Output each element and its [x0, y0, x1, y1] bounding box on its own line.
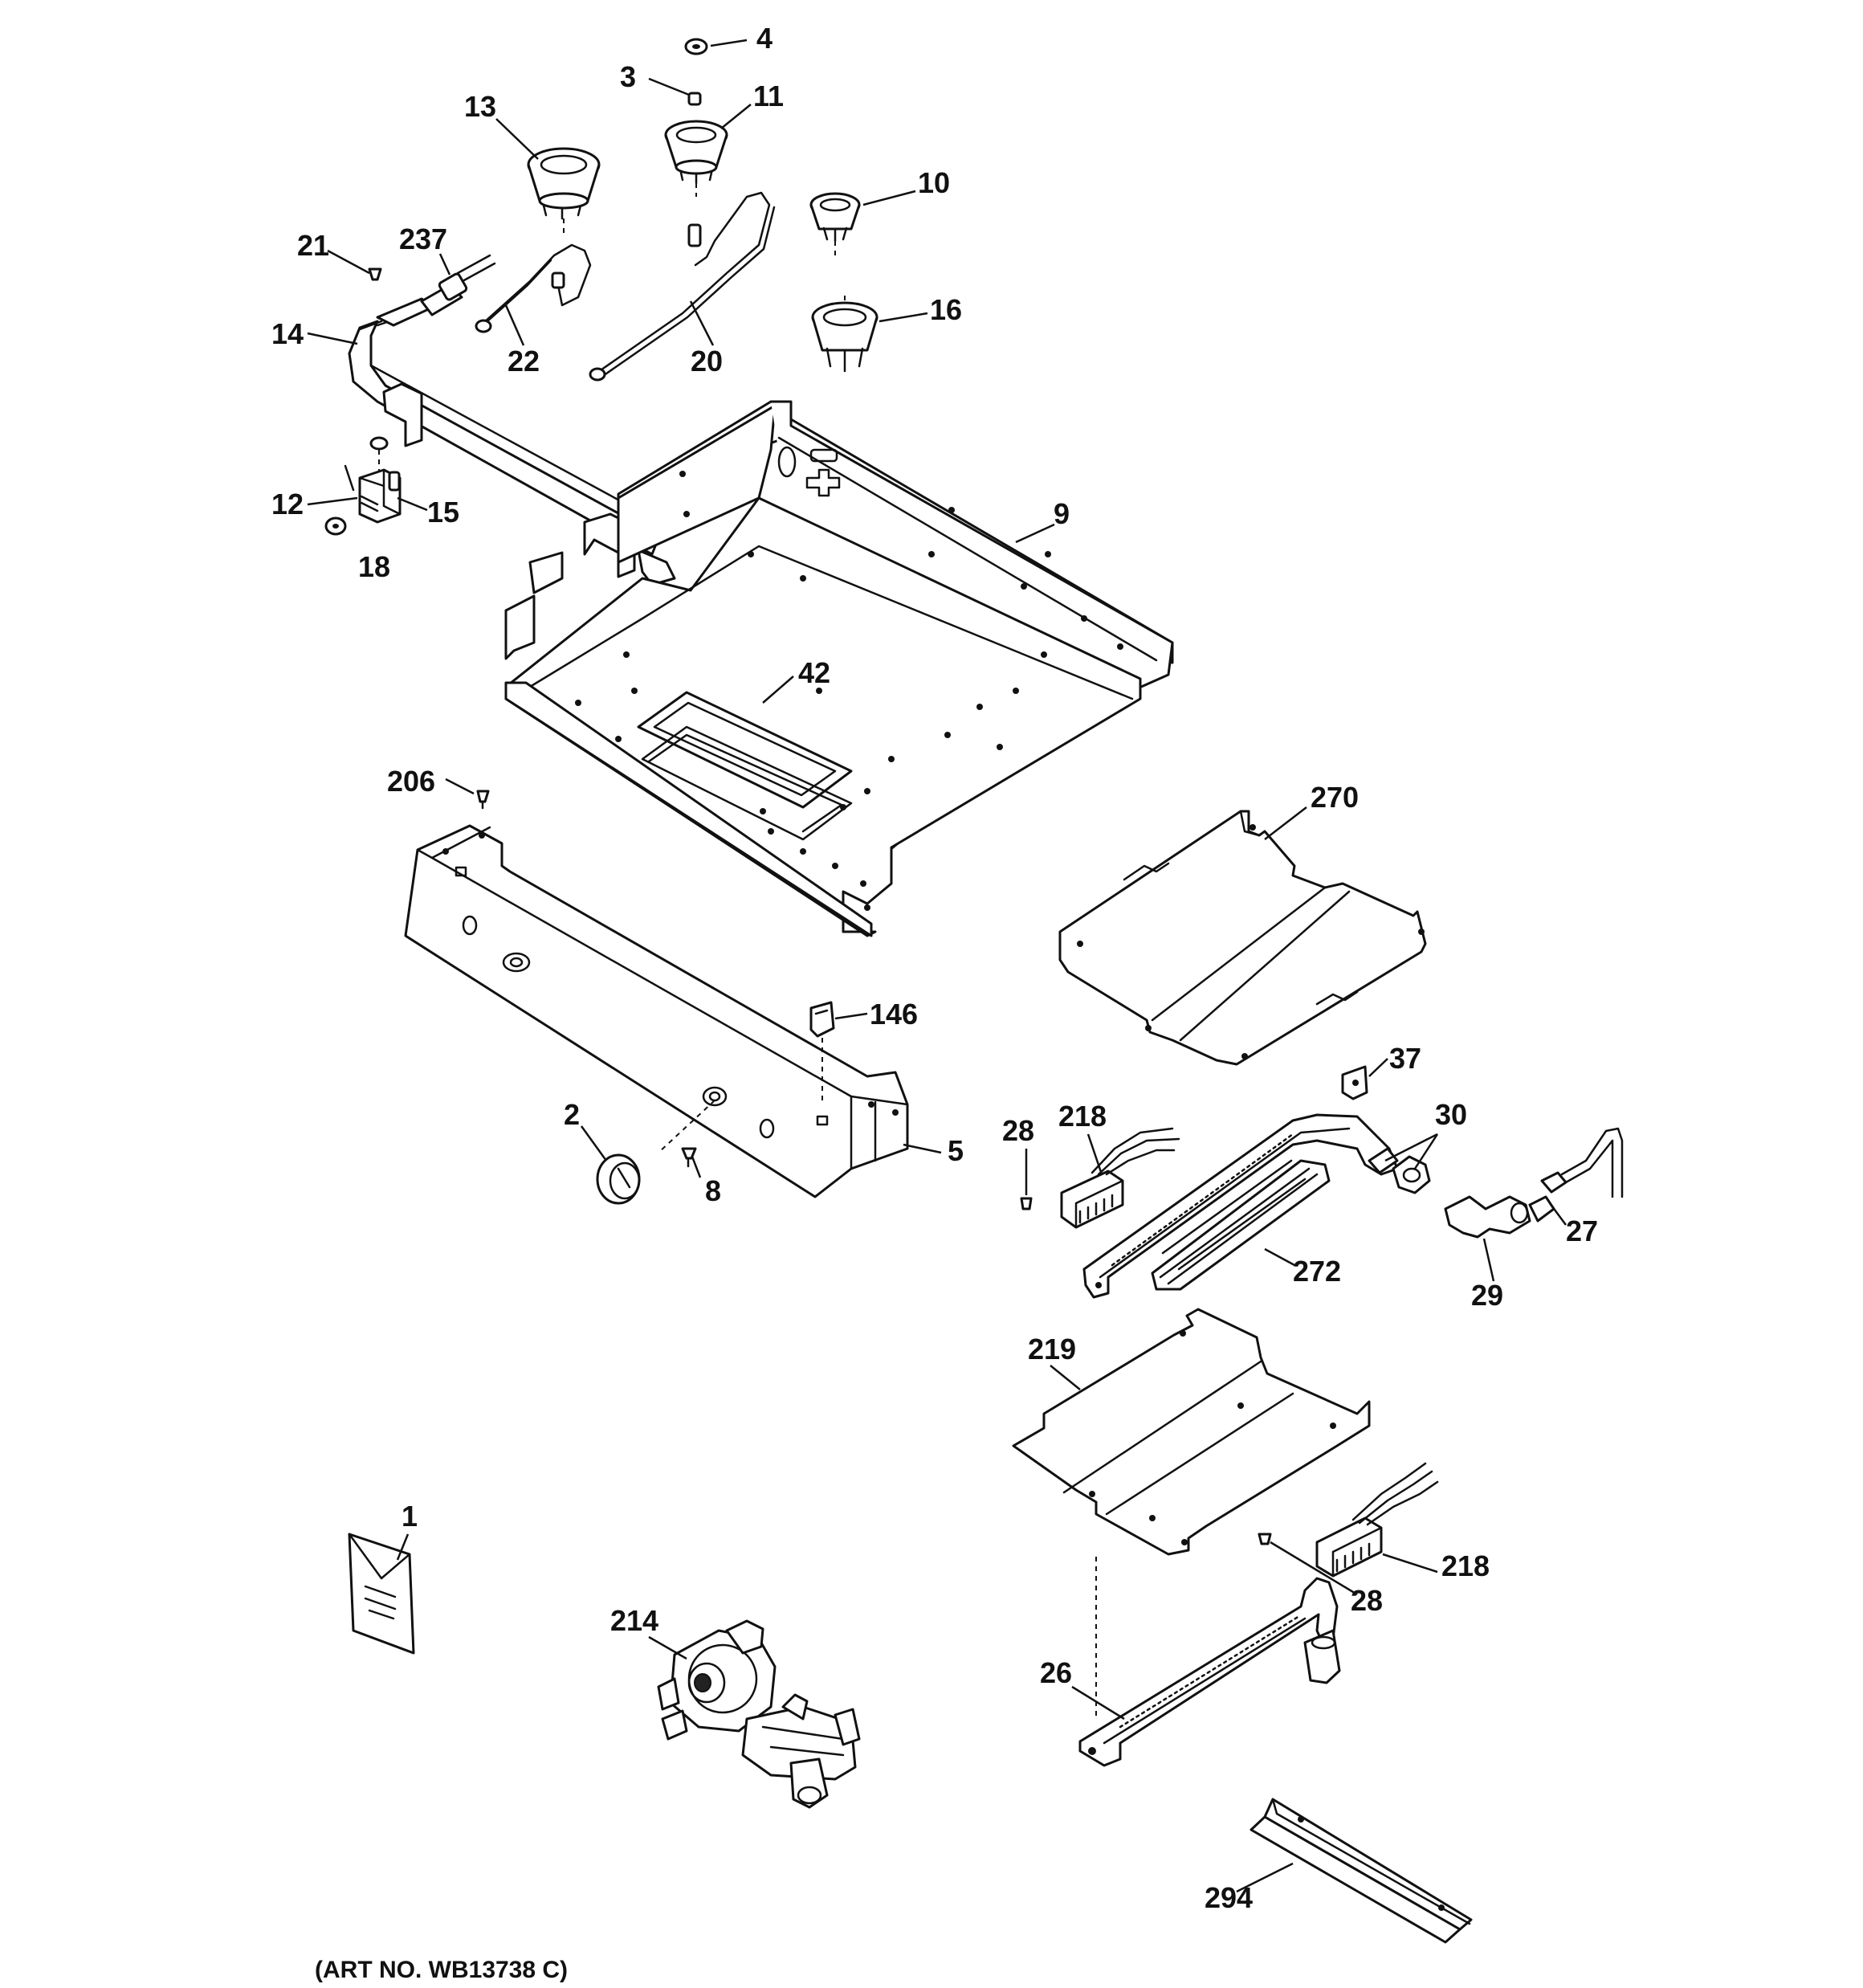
screw-21	[368, 267, 382, 281]
callout-294: 294	[1205, 1881, 1253, 1914]
burner-box-9	[504, 400, 1174, 937]
callout-272: 272	[1293, 1255, 1341, 1288]
trim-294	[1249, 1798, 1473, 1944]
callout-15: 15	[427, 496, 459, 529]
callout-26: 26	[1040, 1656, 1072, 1689]
broil-burner-272	[1082, 1113, 1399, 1299]
tube-27	[1540, 1127, 1624, 1198]
tube-20	[589, 191, 776, 382]
callout-11: 11	[753, 80, 784, 112]
callout-20: 20	[691, 345, 723, 378]
callout-218-upper: 218	[1058, 1100, 1107, 1133]
nut-18	[324, 516, 347, 536]
callout-29: 29	[1471, 1279, 1503, 1312]
valve-15	[344, 436, 402, 524]
callout-219: 219	[1028, 1333, 1076, 1365]
burner-head-10	[809, 192, 861, 255]
callout-22: 22	[508, 345, 540, 378]
callout-18: 18	[358, 550, 390, 583]
callout-5: 5	[948, 1134, 964, 1167]
callout-27: 27	[1566, 1214, 1598, 1247]
burner-head-13	[527, 147, 601, 235]
tube-22	[475, 243, 592, 333]
spring-12	[360, 495, 379, 512]
callout-21: 21	[297, 229, 329, 262]
callout-214: 214	[610, 1604, 658, 1637]
shield-270	[1058, 810, 1427, 1066]
callout-8: 8	[705, 1174, 721, 1207]
burner-nut-4	[684, 38, 708, 55]
callout-1: 1	[402, 1500, 418, 1533]
knob-2	[596, 1153, 641, 1205]
callout-4: 4	[756, 22, 773, 55]
callout-28-upper: 28	[1002, 1114, 1034, 1147]
callout-28-lower: 28	[1351, 1584, 1383, 1617]
screw-206	[476, 790, 490, 810]
orifice-30	[1368, 1147, 1431, 1194]
callout-218-lower: 218	[1441, 1549, 1490, 1582]
callout-labels: 4 3 11 13 10 16 21 237 14 22 20 12 15 18…	[271, 22, 1598, 1983]
callout-30: 30	[1435, 1098, 1467, 1131]
callout-14: 14	[271, 317, 304, 350]
callout-10: 10	[918, 166, 950, 199]
callout-9: 9	[1054, 497, 1070, 530]
callout-2: 2	[564, 1098, 580, 1131]
clip-146	[809, 1001, 835, 1100]
callout-237: 237	[399, 222, 447, 255]
manifold-panel-5	[404, 824, 909, 1198]
burner-head-16	[811, 296, 879, 373]
callout-146: 146	[870, 998, 918, 1031]
callout-42: 42	[798, 656, 830, 689]
leader-lines	[307, 39, 1567, 1893]
screw-28-lower	[1258, 1533, 1272, 1545]
callout-12: 12	[271, 488, 304, 520]
callout-270: 270	[1311, 781, 1359, 814]
igniter-218-lower	[1315, 1462, 1439, 1578]
callout-16: 16	[930, 293, 962, 326]
callout-3: 3	[620, 60, 636, 93]
callout-37: 37	[1389, 1042, 1421, 1075]
bracket-37	[1341, 1065, 1368, 1100]
igniter-218-upper	[1060, 1127, 1180, 1229]
literature-1	[348, 1533, 415, 1655]
burner-head-11	[664, 120, 728, 197]
fitting-237	[420, 254, 496, 316]
regulator-214	[657, 1619, 861, 1809]
baffle-219	[1012, 1308, 1371, 1556]
screw-8	[681, 1147, 697, 1168]
callout-13: 13	[464, 90, 496, 123]
bake-burner-26	[1078, 1557, 1341, 1767]
callout-206: 206	[387, 765, 435, 798]
art-number: (ART NO. WB13738 C)	[315, 1957, 568, 1983]
elbow-29	[1444, 1195, 1555, 1239]
screw-28-upper	[1020, 1197, 1033, 1210]
burner-cap-screw-3	[687, 92, 702, 106]
